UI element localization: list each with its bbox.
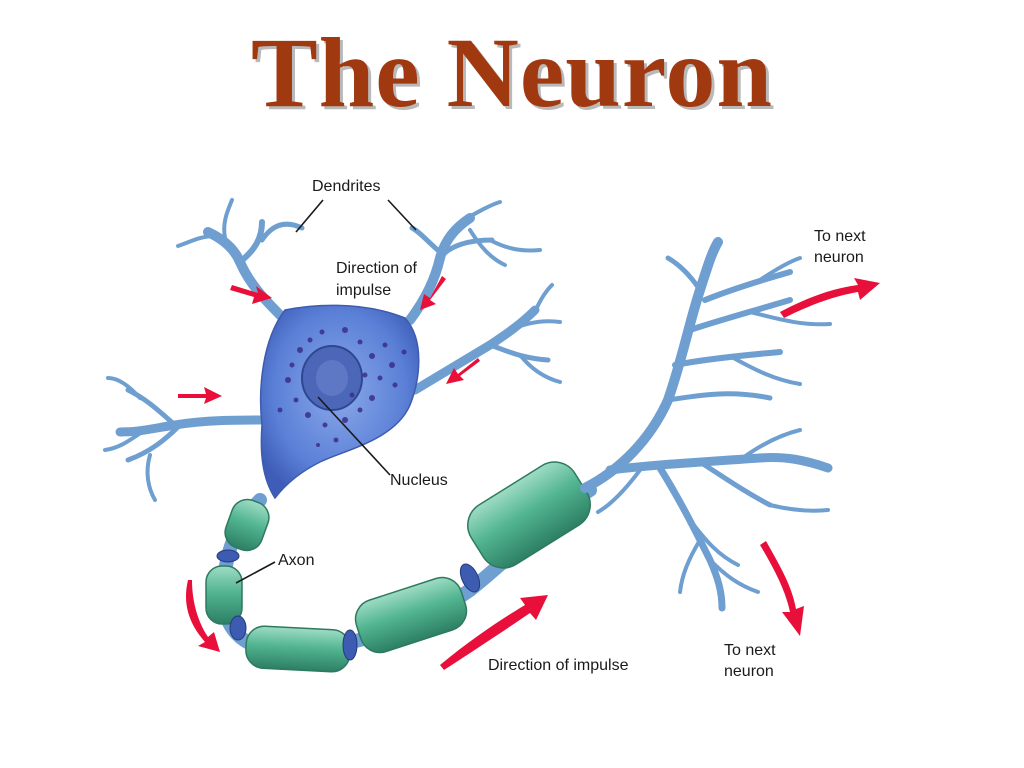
arrow-icon bbox=[420, 276, 446, 310]
arrow-icon bbox=[760, 541, 804, 636]
nodes-of-ranvier bbox=[216, 549, 481, 661]
arrow-icon bbox=[440, 595, 548, 670]
arrow-icon bbox=[780, 278, 880, 318]
myelin-sheath bbox=[205, 461, 591, 673]
next-neuron-label-bottom-line2: neuron bbox=[724, 663, 774, 680]
direction-label-top-line1: Direction of bbox=[336, 260, 417, 277]
granules bbox=[277, 327, 407, 447]
nucleus-label: Nucleus bbox=[390, 472, 448, 489]
next-neuron-label-bottom-line1: To next bbox=[724, 642, 776, 659]
impulse-arrows bbox=[178, 276, 880, 670]
axon-terminals bbox=[580, 237, 833, 612]
next-neuron-label-top-line1: To next bbox=[814, 228, 866, 245]
pointer-lines bbox=[235, 199, 417, 584]
dendrites bbox=[103, 198, 562, 502]
page-title: The Neuron bbox=[250, 17, 774, 128]
axon-label: Axon bbox=[278, 552, 315, 569]
next-neuron-label-top-line2: neuron bbox=[814, 249, 864, 266]
arrow-icon bbox=[446, 358, 480, 384]
direction-label-top-line2: impulse bbox=[336, 282, 392, 299]
direction-label-bottom: Direction of impulse bbox=[488, 657, 629, 674]
arrow-icon bbox=[178, 387, 222, 404]
arrow-icon bbox=[185, 580, 220, 652]
arrow-icon bbox=[230, 285, 272, 304]
dendrites-label: Dendrites bbox=[312, 178, 381, 195]
